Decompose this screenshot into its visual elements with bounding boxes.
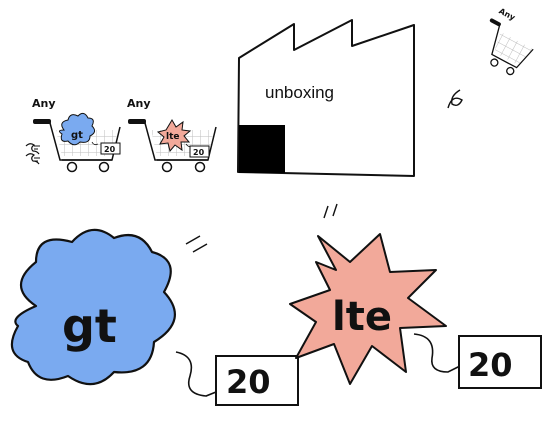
value-tag xyxy=(215,355,299,406)
factory-door xyxy=(239,125,285,173)
cart-wheel-icon xyxy=(161,161,173,173)
cart-handle-icon xyxy=(489,18,501,27)
value-tag xyxy=(100,142,121,155)
cart-handle-label: Any xyxy=(497,6,517,22)
motion-trail xyxy=(447,89,463,109)
cloud-label: gt xyxy=(71,130,83,141)
cart-handle-label: Any xyxy=(127,97,151,110)
factory-building: unboxing xyxy=(237,19,415,177)
big-star-burst: lte 20 xyxy=(289,233,542,389)
flying-cart: Any xyxy=(489,6,534,76)
star-label: lte xyxy=(332,294,392,340)
factory-label: unboxing xyxy=(265,83,334,102)
value-tag xyxy=(189,145,210,158)
tag-value: 20 xyxy=(104,145,116,154)
motion-marks xyxy=(185,235,208,253)
cart-wheel-icon xyxy=(98,161,110,173)
cloud-shape xyxy=(58,112,96,146)
cart-handle-label: Any xyxy=(32,97,56,110)
cart-wheel-icon xyxy=(66,161,78,173)
cart-wheel-icon xyxy=(506,66,515,76)
left-hand-icons xyxy=(25,143,40,165)
big-cloud: gt 20 xyxy=(10,228,299,406)
shopping-cart-1: Any gt 20 xyxy=(32,97,121,173)
cloud-label: gt xyxy=(62,299,117,353)
shopping-cart-2: Any lte 20 xyxy=(127,97,217,173)
star-label: lte xyxy=(166,132,180,142)
cart-wheel-icon xyxy=(490,58,499,67)
cart-handle-icon xyxy=(128,119,146,124)
tag-value: 20 xyxy=(193,148,205,157)
cart-handle-icon xyxy=(33,119,51,124)
motion-marks xyxy=(323,203,338,219)
tag-value: 20 xyxy=(226,363,271,401)
value-tag xyxy=(458,335,542,389)
cart-wheel-icon xyxy=(194,161,206,173)
star-burst-shape xyxy=(156,119,192,153)
tag-value: 20 xyxy=(468,346,513,384)
cloud-shape xyxy=(10,228,176,386)
star-burst-shape xyxy=(289,233,447,385)
